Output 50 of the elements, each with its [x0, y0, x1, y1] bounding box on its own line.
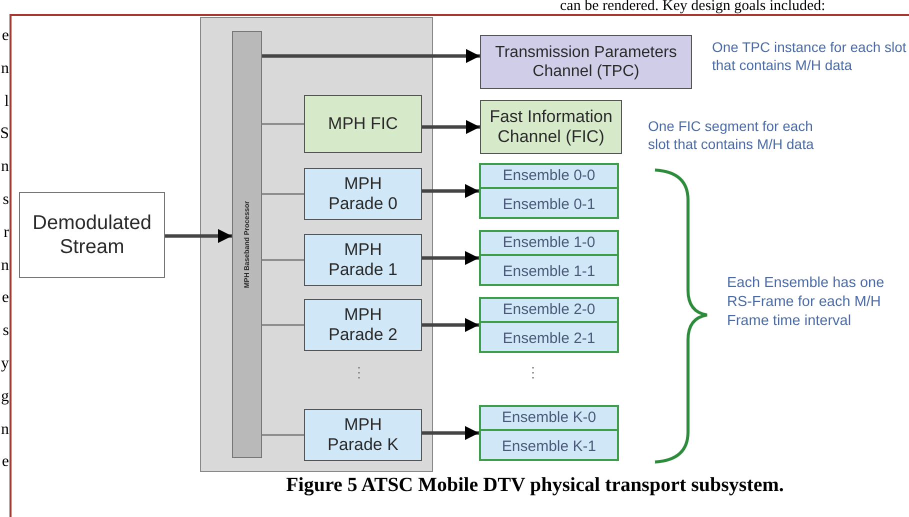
ensemble-group — [479, 163, 619, 219]
ensemble-cell: Ensemble 1-0 — [479, 230, 619, 256]
arrow — [422, 318, 479, 332]
connector-line — [262, 434, 304, 436]
process-box: MPH Parade 1 — [304, 234, 422, 286]
arrow — [422, 426, 479, 440]
connector-line — [262, 324, 304, 326]
ensemble-cell: Ensemble K-0 — [479, 405, 619, 431]
ensemble-cell: Ensemble 0-0 — [479, 163, 619, 189]
figure-caption: Figure 5 ATSC Mobile DTV physical transport subsystem. — [285, 474, 785, 497]
process-box: MPH Parade 2 — [304, 299, 422, 351]
body-text: n — [1, 420, 9, 440]
process-box: Demodulated Stream — [19, 192, 165, 278]
body-text: e — [2, 26, 9, 46]
arrow — [262, 49, 480, 63]
ensemble-group — [479, 405, 619, 461]
body-text: e — [2, 288, 9, 308]
ellipsis-mark: ⋮ — [526, 364, 538, 380]
note-text: Each Ensemble has one RS-Frame for each M/H Frame time interval — [727, 274, 886, 331]
arrow — [422, 251, 479, 265]
body-text: e — [2, 452, 9, 472]
body-text: y — [1, 354, 9, 374]
body-text: s — [2, 190, 9, 210]
arrow — [422, 120, 480, 134]
ensemble-cell: Ensemble K-1 — [479, 433, 619, 459]
arrow — [165, 229, 232, 243]
ensemble-cell: Ensemble 1-1 — [479, 258, 619, 284]
note-text: One FIC segment for each slot that contains M/H data — [648, 117, 815, 154]
body-text: r — [4, 222, 9, 243]
container-panel — [200, 17, 433, 472]
process-box: Transmission Parameters Channel (TPC) — [480, 35, 692, 89]
arrow — [422, 184, 479, 198]
ensemble-group — [479, 230, 619, 286]
process-box: MPH Parade K — [304, 409, 422, 461]
process-box: MPH Parade 0 — [304, 168, 422, 220]
process-box: Fast Information Channel (FIC) — [480, 100, 622, 154]
body-text: l — [4, 92, 9, 112]
ellipsis-mark: ⋮ — [352, 364, 364, 380]
ensemble-cell: Ensemble 2-1 — [479, 325, 619, 351]
body-text: g — [1, 386, 9, 407]
process-box: MPH FIC — [304, 95, 422, 153]
body-text: n — [1, 58, 9, 79]
ensemble-cell: Ensemble 2-0 — [479, 297, 619, 323]
body-text: n — [1, 157, 9, 178]
ensemble-group — [479, 297, 619, 353]
body-text: n — [1, 256, 9, 276]
body-text: s — [2, 321, 9, 342]
ensemble-cell: Ensemble 0-1 — [479, 191, 619, 217]
body-text: S — [0, 124, 9, 144]
note-text: One TPC instance for each slot that contains M/H data — [712, 38, 908, 74]
